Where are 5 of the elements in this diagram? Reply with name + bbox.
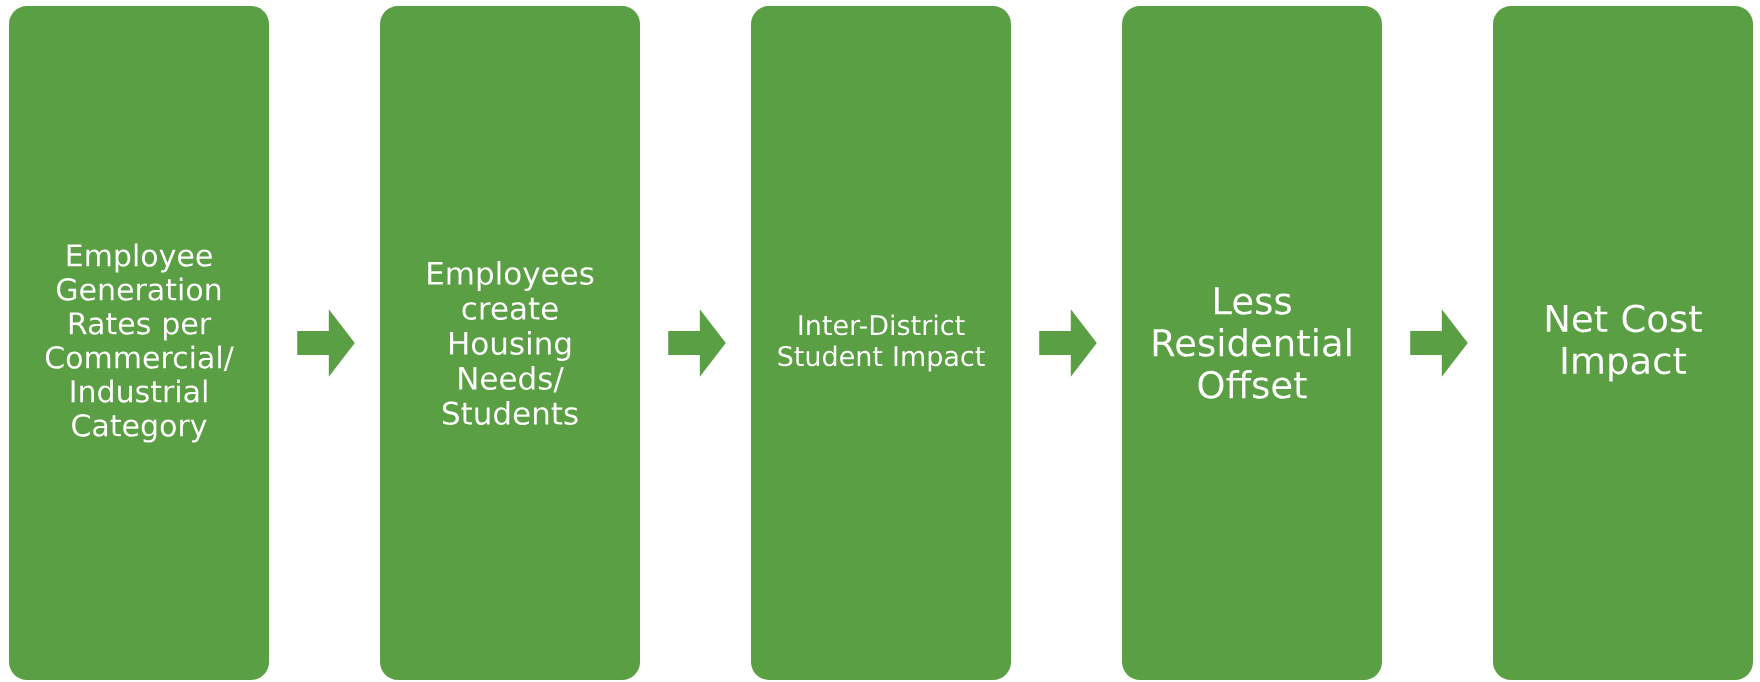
process-box: Employees create Housing Needs/ Students (380, 6, 640, 680)
process-box: Less Residential Offset (1122, 6, 1382, 680)
process-box: Inter-District Student Impact (751, 6, 1011, 680)
process-box: Net Cost Impact (1493, 6, 1753, 680)
process-box: Employee Generation Rates per Commercial/ Industrial Category (9, 6, 269, 680)
